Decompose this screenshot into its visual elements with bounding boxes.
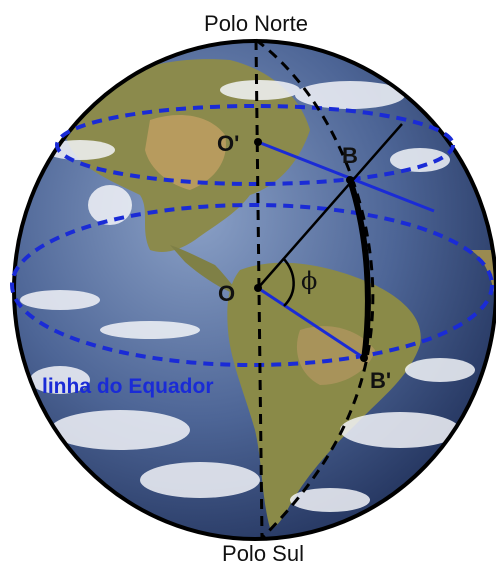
cloud [20, 290, 100, 310]
equator-label: linha do Equador [42, 375, 214, 398]
point-O-marker [254, 284, 262, 292]
point-B-prime-marker [360, 354, 368, 362]
arc-B-to-Bprime [347, 179, 371, 361]
cloud-cover [20, 80, 475, 512]
point-O-prime-label: O' [217, 131, 239, 156]
point-O-label: O [218, 281, 235, 306]
angle-phi-arc [282, 257, 295, 307]
cloud [390, 148, 450, 172]
cloud [50, 410, 190, 450]
point-O-prime-marker [254, 138, 262, 146]
angle-phi-label: ϕ [301, 267, 317, 295]
latitude-parallel-circle [55, 104, 455, 186]
point-B-prime-label: B' [370, 368, 391, 393]
north-america-dry-region [145, 115, 226, 190]
cloud [100, 321, 200, 339]
cloud [405, 358, 475, 382]
point-B-label: B [342, 143, 358, 168]
polar-axis [254, 39, 264, 539]
radius-O-through-B [257, 123, 403, 289]
cloud [88, 185, 132, 225]
meridian-arc [255, 38, 375, 540]
point-B-marker [346, 176, 354, 184]
cloud [30, 366, 90, 394]
radius-O-to-Bprime [257, 286, 365, 360]
south-america-dry-region [296, 326, 375, 385]
north-pole-label: Polo Norte [204, 11, 308, 36]
cloud [140, 462, 260, 498]
cloud [295, 81, 405, 109]
south-pole-label: Polo Sul [222, 541, 304, 566]
cloud [45, 140, 115, 160]
cloud [340, 412, 460, 448]
equator-circle [10, 203, 494, 367]
central-america-landmass [170, 245, 235, 292]
radius-Oprime-to-B [257, 140, 435, 213]
cloud [290, 488, 370, 512]
cloud [220, 80, 300, 100]
